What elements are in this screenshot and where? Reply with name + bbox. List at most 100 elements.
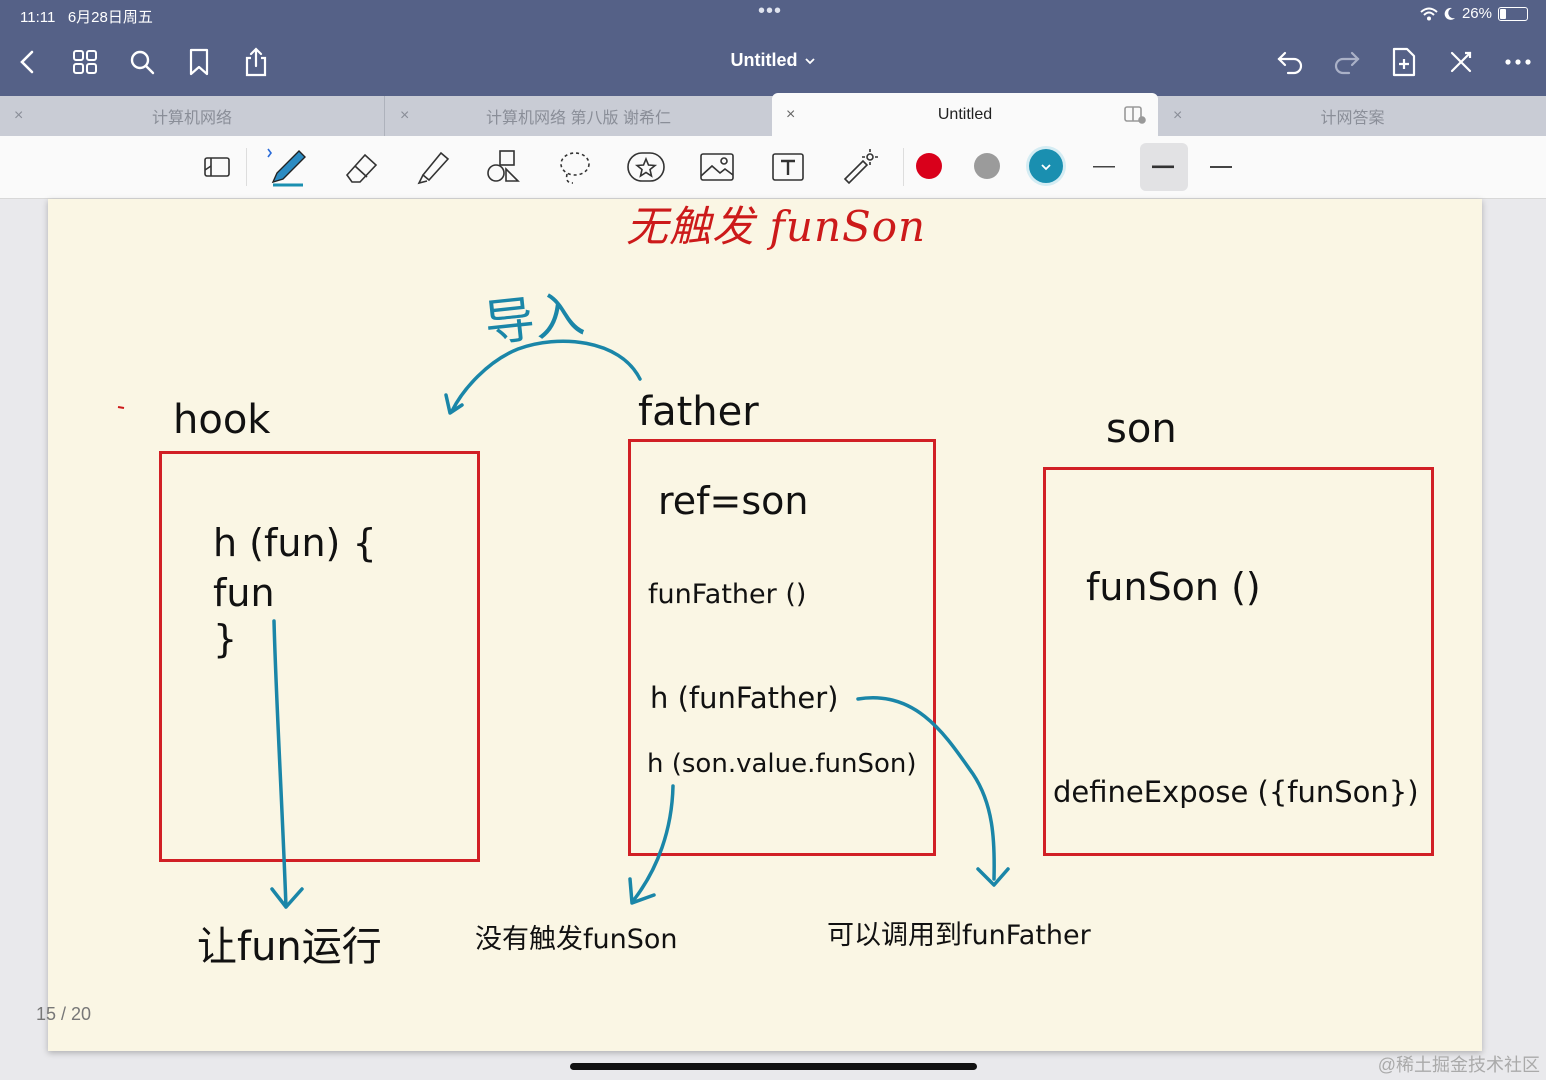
son-expose-text: defineExpose ({funSon}) — [1053, 775, 1419, 809]
hook-label: hook — [173, 397, 271, 443]
tab-label: 计算机网络 — [151, 110, 232, 127]
status-time: 11:11 6月28日周五 — [20, 9, 153, 26]
no-trigger-arrow — [628, 784, 675, 905]
tab-close-icon[interactable]: × — [14, 107, 24, 124]
grid-view-button[interactable] — [67, 44, 103, 80]
tab-close-icon[interactable]: × — [786, 105, 796, 123]
close-x-icon — [1450, 51, 1472, 73]
document-title-button[interactable]: Untitled — [700, 50, 846, 71]
father-label: father — [638, 389, 759, 435]
split-view-icon[interactable] — [1124, 105, 1146, 125]
callable-note-text: 可以调用到funFather — [827, 920, 1091, 951]
tab-close-icon[interactable]: × — [400, 107, 410, 124]
home-indicator[interactable] — [570, 1063, 977, 1070]
laser-pointer-tool[interactable] — [835, 143, 883, 191]
canvas-area[interactable]: 无触发 funSon 导入 hook father son h (fun) { … — [0, 199, 1546, 1080]
top-bar: 11:11 6月28日周五 ••• 26% Untitled — [0, 0, 1546, 96]
stroke-thick-icon — [1210, 166, 1232, 168]
shapes-tool[interactable] — [480, 143, 528, 191]
son-label: son — [1106, 406, 1177, 452]
highlighter-icon — [417, 151, 450, 185]
stroke-thin-icon — [1093, 166, 1115, 168]
hook-box — [159, 451, 480, 862]
battery-percent: 26% — [1461, 5, 1492, 22]
image-icon — [700, 153, 734, 181]
chevron-down-icon — [1041, 164, 1051, 171]
watermark: @稀土掘金技术社区 — [1377, 1055, 1540, 1075]
more-icon — [1505, 59, 1531, 65]
no-trigger-note-text: 没有触发funSon — [475, 924, 678, 955]
highlighter-tool[interactable] — [409, 143, 457, 191]
chevron-down-icon — [804, 57, 815, 64]
father-ref-text: ref=son — [658, 479, 809, 523]
stroke-medium[interactable] — [1140, 143, 1188, 191]
hook-code-line2: fun — [213, 571, 275, 615]
text-icon — [772, 153, 804, 181]
tab-label: Untitled — [937, 105, 993, 123]
lasso-tool[interactable] — [551, 143, 599, 191]
son-function-text: funSon () — [1086, 565, 1261, 609]
undo-button[interactable] — [1272, 44, 1308, 80]
color-swatch-red[interactable] — [916, 153, 942, 179]
bookmark-button[interactable] — [181, 44, 217, 80]
eraser-icon — [345, 153, 378, 183]
run-note-text: 让fun运行 — [197, 924, 382, 970]
tab-label: 计算机网络 第八版 谢希仁 — [486, 110, 671, 127]
search-icon — [130, 50, 155, 75]
tool-bar — [0, 136, 1546, 199]
note-page[interactable]: 无触发 funSon 导入 hook father son h (fun) { … — [48, 199, 1482, 1051]
back-button[interactable] — [10, 44, 46, 80]
hook-code-line1: h (fun) { — [213, 521, 377, 565]
multitask-dots[interactable]: ••• — [758, 0, 783, 22]
tab-network-answers[interactable]: × 计网答案 — [1159, 96, 1546, 136]
tab-untitled[interactable]: × Untitled — [772, 93, 1158, 136]
toolbar-divider — [246, 148, 247, 186]
stroke-thick[interactable] — [1198, 143, 1246, 191]
color-swatch-gray[interactable] — [974, 153, 1000, 179]
pen-icon — [267, 148, 306, 187]
laser-pointer-icon — [843, 149, 878, 185]
tab-close-icon[interactable]: × — [1173, 107, 1183, 124]
hook-run-arrow — [270, 619, 304, 909]
shapes-icon — [487, 150, 520, 182]
wifi-icon — [1420, 7, 1438, 20]
tab-computer-network[interactable]: × 计算机网络 — [0, 96, 385, 136]
more-button[interactable] — [1500, 44, 1536, 80]
search-button[interactable] — [124, 44, 160, 80]
read-mode-tool[interactable] — [193, 143, 241, 191]
bookmark-icon — [189, 48, 209, 76]
pen-tool[interactable] — [263, 143, 311, 191]
undo-icon — [1277, 51, 1303, 75]
ink-layer — [117, 339, 1010, 909]
text-tool[interactable] — [764, 143, 812, 191]
moon-icon — [1444, 7, 1455, 20]
page-indicator: 15 / 20 — [36, 1004, 92, 1024]
stroke-thin[interactable] — [1081, 143, 1129, 191]
father-box — [628, 439, 936, 856]
sticker-tool[interactable] — [622, 143, 670, 191]
redo-button[interactable] — [1329, 44, 1365, 80]
status-right: 26% — [1420, 5, 1528, 22]
father-call-funfather: h (funFather) — [650, 681, 839, 715]
document-title: Untitled — [730, 50, 798, 70]
sticker-icon — [627, 152, 665, 182]
color-swatch-teal-selected[interactable] — [1029, 149, 1063, 183]
tab-computer-network-8th[interactable]: × 计算机网络 第八版 谢希仁 — [386, 96, 771, 136]
toolbar-divider — [903, 148, 904, 186]
callable-arrow — [856, 695, 1010, 887]
lasso-icon — [560, 152, 590, 184]
tab-label: 计网答案 — [1320, 110, 1385, 127]
close-toolbar-button[interactable] — [1443, 44, 1479, 80]
image-tool[interactable] — [693, 143, 741, 191]
share-button[interactable] — [238, 44, 274, 80]
grid-icon — [73, 50, 97, 74]
back-icon — [20, 50, 34, 74]
top-note-text: 无触发 funSon — [626, 202, 927, 251]
battery-icon — [1498, 6, 1528, 21]
hook-code-line3: } — [213, 617, 238, 661]
share-icon — [245, 47, 267, 77]
add-page-button[interactable] — [1386, 44, 1422, 80]
eraser-tool[interactable] — [337, 143, 385, 191]
son-box — [1043, 467, 1434, 856]
redo-icon — [1334, 51, 1360, 75]
